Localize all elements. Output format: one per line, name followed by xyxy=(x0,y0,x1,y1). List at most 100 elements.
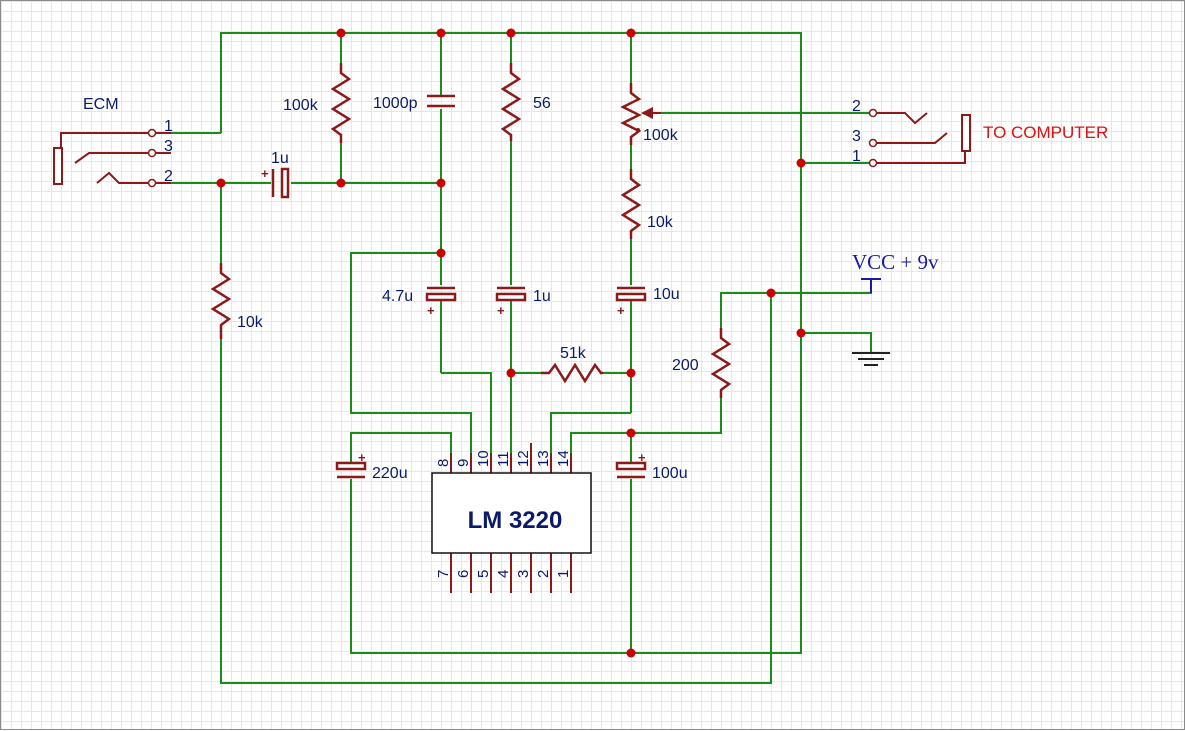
ic-label: LM 3220 xyxy=(468,507,563,534)
ic-lm3220: LM 3220 8 9 10 11 12 13 14 7 6 5 4 3 2 1 xyxy=(431,443,592,593)
capacitor-10u: + xyxy=(615,286,647,318)
component-value-label: 4.7u xyxy=(382,288,413,305)
capacitor-100u: + xyxy=(615,450,647,479)
jack-pin1-line xyxy=(60,132,149,148)
component-value-label: 56 xyxy=(533,95,551,112)
ic-pin-number: 11 xyxy=(495,451,512,467)
component-value-label: 100k xyxy=(643,127,679,144)
ic-body xyxy=(431,472,592,554)
to-computer-label: TO COMPUTER xyxy=(983,123,1108,142)
junction-dot xyxy=(336,178,346,188)
resistor-100k xyxy=(330,63,352,143)
jack-pin-2 xyxy=(147,178,157,188)
junction-dot xyxy=(766,288,776,298)
polarity-plus: + xyxy=(427,303,435,318)
ic-pin-number: 12 xyxy=(515,450,532,467)
wire-220u-gnd xyxy=(350,479,631,654)
junctions xyxy=(216,28,806,658)
ic-pin-number: 4 xyxy=(495,570,512,578)
polarity-plus: + xyxy=(261,166,269,181)
cap-plate-curved xyxy=(280,167,290,199)
output-jack xyxy=(868,108,971,168)
resistors xyxy=(210,63,732,398)
vcc-symbol-icon xyxy=(861,278,881,293)
wire-vcc xyxy=(720,279,872,328)
junction-dot xyxy=(336,28,346,38)
out-pin-label: 3 xyxy=(852,128,861,145)
jack-pin3-line xyxy=(875,132,948,144)
component-value-label: 51k xyxy=(560,345,587,362)
jack-pin-3 xyxy=(868,138,878,148)
jack-pin-1 xyxy=(147,128,157,138)
capacitor-1000p xyxy=(427,94,455,108)
wire-pin13 xyxy=(550,412,631,453)
potentiometer-100k xyxy=(620,83,642,145)
junction-dot xyxy=(626,368,636,378)
component-value-label: 100k xyxy=(283,97,319,114)
junction-dot xyxy=(436,248,446,258)
cap-plate-curved xyxy=(495,292,527,302)
wire-pin9 xyxy=(350,252,472,453)
component-value-label: 1u xyxy=(271,150,289,167)
junction-dot xyxy=(796,328,806,338)
resistor-51k xyxy=(541,362,603,384)
jack-sleeve-icon xyxy=(53,147,63,185)
pot-end-dot xyxy=(636,128,640,132)
component-value-label: 10u xyxy=(653,286,680,303)
wire-ground xyxy=(801,332,872,353)
ic-pin-number: 7 xyxy=(435,570,452,578)
component-value-label: 100u xyxy=(652,465,688,482)
ic-pin-number: 13 xyxy=(535,450,552,467)
resistor-200 xyxy=(710,328,732,398)
polarity-plus: + xyxy=(638,450,646,465)
cap-plate-curved xyxy=(425,292,457,302)
ic-pin-number: 5 xyxy=(475,570,492,578)
ecm-pin-label: 3 xyxy=(164,138,173,155)
jack-pin3-line xyxy=(74,152,149,164)
ic-pin-number: 8 xyxy=(435,459,452,467)
jack-pin-2 xyxy=(868,108,878,118)
out-pin-label: 1 xyxy=(852,148,861,165)
ecm-jack xyxy=(53,128,171,188)
component-value-label: 10k xyxy=(647,214,674,231)
pot-wiper-arrow-icon xyxy=(641,107,653,119)
wire-bottom-loop xyxy=(220,293,772,684)
cap-plate-curved xyxy=(615,461,647,471)
resistor-10k-right xyxy=(620,169,642,239)
wire-pin8 xyxy=(350,432,452,463)
ecm-pin-label: 1 xyxy=(164,118,173,135)
junction-dot xyxy=(626,428,636,438)
ic-pin-number: 2 xyxy=(535,570,552,578)
polarity-plus: + xyxy=(497,303,505,318)
component-value-label: 220u xyxy=(372,465,408,482)
vcc-label: VCC + 9v xyxy=(852,250,939,274)
resistor-10k-left xyxy=(210,263,232,339)
ground-symbol-icon xyxy=(852,352,890,366)
junction-dot xyxy=(506,368,516,378)
junction-dot xyxy=(506,28,516,38)
capacitor-1u-mid: + xyxy=(495,286,527,318)
wires xyxy=(171,32,872,684)
ecm-pin-label: 2 xyxy=(164,168,173,185)
component-value-label: 10k xyxy=(237,314,264,331)
wire-pin10 xyxy=(441,372,492,453)
ic-pin-number: 3 xyxy=(515,570,532,578)
junction-dot xyxy=(216,178,226,188)
labels: ECM TO COMPUTER VCC + 9v 1 3 2 2 3 1 100… xyxy=(83,95,1108,482)
polarity-plus: + xyxy=(358,450,366,465)
jack-pin2-line xyxy=(875,112,928,125)
out-pin-label: 2 xyxy=(852,98,861,115)
capacitor-1u-input: + xyxy=(261,166,290,199)
junction-dot xyxy=(796,158,806,168)
wire-top-rail xyxy=(220,32,802,654)
ecm-label: ECM xyxy=(83,96,119,113)
capacitor-4u7: + xyxy=(425,286,457,318)
ic-pin-number: 1 xyxy=(555,570,572,578)
ic-top-pins xyxy=(450,443,572,473)
cap-plate-curved xyxy=(615,292,647,302)
jack-pin1-line xyxy=(875,151,966,164)
ic-pin-number: 6 xyxy=(455,570,472,578)
ic-pin-number: 14 xyxy=(555,450,572,467)
